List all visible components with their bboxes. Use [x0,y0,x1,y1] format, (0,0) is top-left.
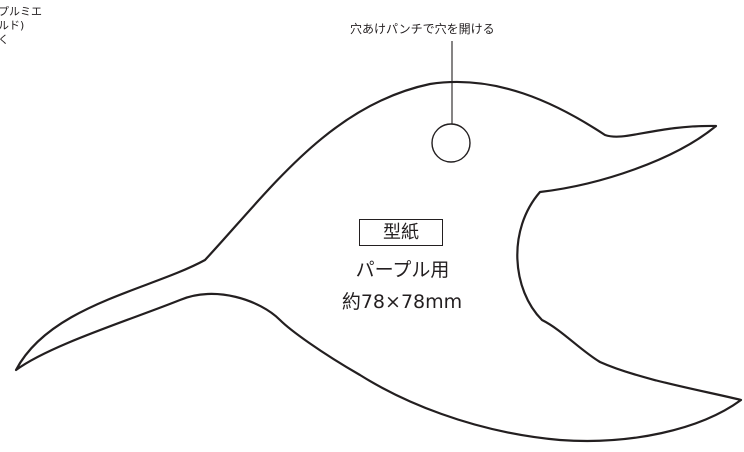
punch-hole-circle [431,123,471,163]
corner-note-line-3: 描く [0,33,9,46]
variant-label: パープル用 [355,259,450,281]
size-label: 約78×78mm [341,291,463,313]
punch-hole-annotation: 穴あけパンチで穴を開ける [350,22,495,36]
bird-cut-outline [14,80,743,443]
corner-note-line-1: ラプルミエ [0,5,42,18]
corner-note-line-2: ールド) [0,19,25,32]
corner-note: ラプルミエ ールド) 描く [0,5,60,47]
template-badge: 型紙 [359,219,443,246]
